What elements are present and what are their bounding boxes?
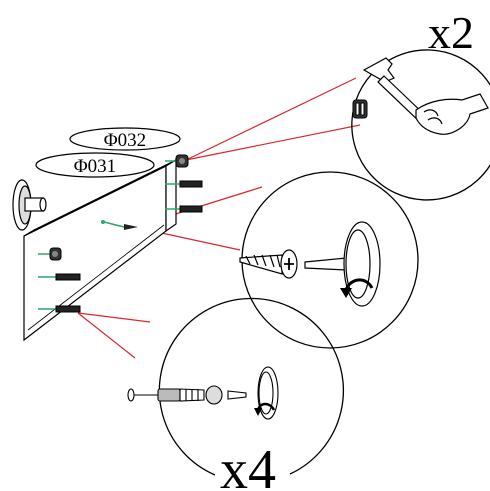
part-label-top: Φ032 [69, 127, 181, 151]
rotate-clockwise-icon [340, 278, 374, 298]
screw-icon [239, 249, 298, 279]
part-label-top-text: Φ032 [104, 130, 146, 151]
quantity-bottom: x4 [220, 439, 276, 491]
screwdriver-icon-small [257, 366, 279, 420]
panel-screw [101, 220, 138, 230]
hand-icon [415, 93, 489, 135]
cam-lock-bottom [38, 247, 62, 261]
callout-circle-cam-bolt [158, 297, 345, 476]
knob [12, 179, 47, 231]
panel-board [23, 158, 177, 342]
rotate-clockwise-icon-small [254, 402, 276, 416]
cam-bolt-icon [127, 385, 247, 405]
part-label-bottom: Φ031 [35, 152, 155, 178]
screwdriver-icon [304, 221, 381, 307]
cam-lock-detail [352, 99, 368, 119]
cam-lock-top [165, 154, 189, 168]
dowel-icon [38, 180, 203, 313]
callout-circle-hammer [351, 49, 490, 201]
part-label-bottom-text: Φ031 [74, 156, 116, 177]
quantity-top: x2 [428, 7, 474, 58]
